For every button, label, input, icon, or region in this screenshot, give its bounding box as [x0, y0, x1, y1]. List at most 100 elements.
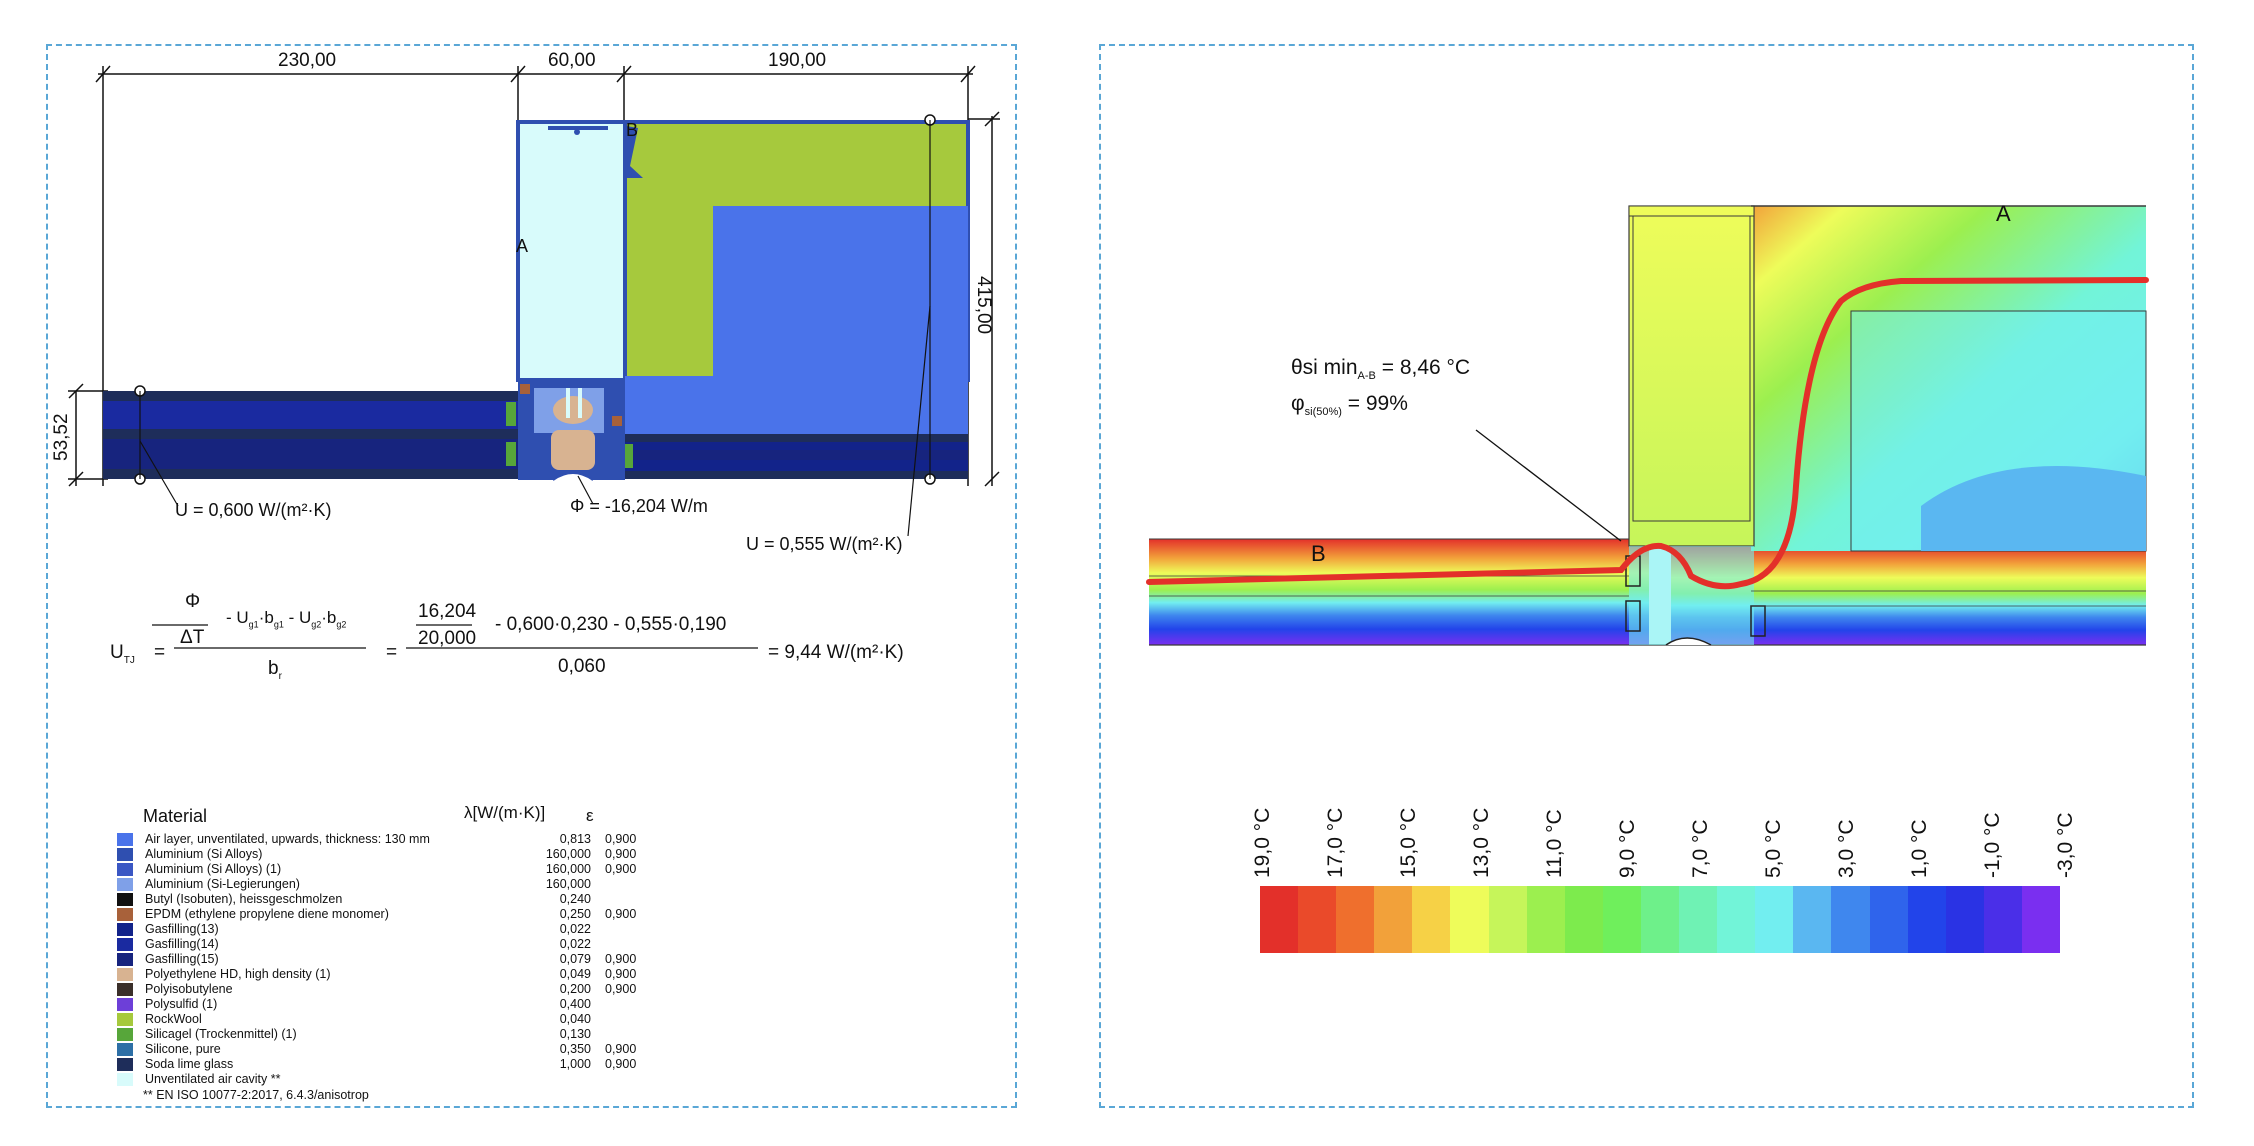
legend-material-name: Polysulfid (1) [145, 997, 218, 1011]
u-value-annotation: U = 0,600 W/(m²·K) [175, 500, 332, 520]
scale-tick-label: 3,0 °C [1835, 819, 1858, 878]
legend-material-name: Aluminium (Si Alloys) [145, 847, 263, 861]
scale-color-band [1945, 886, 1984, 953]
scale-color-band [1336, 886, 1375, 953]
point-label-b: B [626, 120, 639, 140]
dimension-label: 190,00 [768, 50, 827, 71]
scale-tick-label: 17,0 °C [1324, 807, 1347, 878]
legend-material-name: Gasfilling(14) [145, 937, 219, 951]
legend-swatch [117, 878, 133, 891]
dimension-label: 60,00 [548, 50, 596, 71]
legend-material-name: Polyethylene HD, high density (1) [145, 967, 331, 981]
legend-row: EPDM (ethylene propylene diene monomer)0… [117, 907, 677, 922]
legend-swatch [117, 938, 133, 951]
legend-epsilon-value: 0,900 [605, 847, 637, 861]
formula-numerator-rest: - 0,600·0,230 - 0,555·0,190 [495, 614, 727, 635]
legend-lambda-value: 0,130 [559, 1027, 591, 1041]
legend-lambda-value: 0,350 [559, 1042, 591, 1056]
legend-epsilon-value: 0,900 [605, 832, 637, 846]
legend-material-name: Aluminium (Si Alloys) (1) [145, 862, 282, 876]
legend-lambda-value: 160,000 [545, 877, 591, 891]
legend-lambda-value: 0,022 [559, 937, 591, 951]
scale-tick-label: 5,0 °C [1762, 819, 1785, 878]
scale-color-band [1260, 886, 1299, 953]
legend-lambda-value: 0,240 [559, 892, 591, 906]
legend-swatch [117, 893, 133, 906]
scale-color-band [1793, 886, 1832, 953]
legend-swatch [117, 1043, 133, 1056]
scale-tick-label: 19,0 °C [1251, 807, 1274, 878]
temperature-scale-bar [1260, 886, 2060, 953]
u-value-annotation: U = 0,555 W/(m²·K) [746, 534, 903, 554]
legend-material-name: Gasfilling(13) [145, 922, 219, 936]
legend-row: Gasfilling(13) 0,022 [117, 922, 677, 937]
formula-denominator: 0,060 [558, 656, 606, 677]
point-label-a: A [516, 236, 529, 256]
scale-tick-label: 15,0 °C [1397, 807, 1420, 878]
legend-material-name: Butyl (Isobuten), heissgeschmolzen [145, 892, 343, 906]
legend-row: Aluminium (Si-Legierungen) 160,000 [117, 877, 677, 892]
legend-epsilon-value: 0,900 [605, 982, 637, 996]
legend-epsilon-value: 0,900 [605, 967, 637, 981]
scale-color-band [1679, 886, 1718, 953]
scale-tick-label: 11,0 °C [1543, 809, 1566, 878]
legend-lambda-value: 0,049 [559, 967, 591, 981]
scale-color-band [1755, 886, 1794, 953]
formula-lhs: UTJ [110, 642, 135, 666]
legend-swatch [117, 953, 133, 966]
heat-flow-annotation: Φ = -16,204 W/m [570, 496, 708, 516]
formula-subtractions: - Ug1·bg1 - Ug2·bg2 [226, 608, 347, 630]
scale-tick-label: 7,0 °C [1689, 819, 1712, 878]
legend-lambda-header: λ[W/(m·K)] [464, 803, 546, 822]
scale-color-band [2021, 886, 2060, 953]
legend-lambda-value: 0,400 [559, 997, 591, 1011]
scale-color-band [1564, 886, 1603, 953]
legend-epsilon-value: 0,900 [605, 862, 637, 876]
legend-swatch [117, 848, 133, 861]
scale-color-band [1983, 886, 2022, 953]
legend-material-name: Aluminium (Si-Legierungen) [145, 877, 300, 891]
dimension-label: 415,00 [973, 276, 994, 335]
formula-equals: = [154, 642, 166, 663]
scale-color-band [1298, 886, 1337, 953]
formula-br: br [268, 658, 282, 682]
scale-color-band [1526, 886, 1565, 953]
legend-row: Unventilated air cavity ** [117, 1072, 677, 1087]
scale-color-band [1450, 886, 1489, 953]
legend-lambda-value: 1,000 [559, 1057, 591, 1071]
thermal-result-panel: A B θsi minA-B = 8,46 °C φsi(50%) = 99% … [1099, 44, 2194, 1108]
formula-result: = 9,44 W/(m²·K) [768, 642, 904, 663]
scale-color-band [1717, 886, 1756, 953]
legend-lambda-value: 0,022 [559, 922, 591, 936]
legend-swatch [117, 968, 133, 981]
legend-material-name: Silicagel (Trockenmittel) (1) [145, 1027, 297, 1041]
legend-material-name: EPDM (ethylene propylene diene monomer) [145, 907, 389, 921]
legend-swatch [117, 1028, 133, 1041]
scale-tick-label: 9,0 °C [1616, 819, 1639, 878]
formula-numerator-phi: 16,204 [418, 601, 477, 622]
legend-lambda-value: 0,200 [559, 982, 591, 996]
point-label-a: A [1996, 201, 2011, 226]
legend-swatch [117, 833, 133, 846]
legend-epsilon-header: ε [586, 806, 594, 825]
legend-footnote: ** EN ISO 10077-2:2017, 6.4.3/anisotrop [143, 1088, 369, 1102]
legend-material-name: Silicone, pure [145, 1042, 221, 1056]
formula-numerator-dt: 20,000 [418, 628, 477, 649]
dimension-label: 230,00 [278, 50, 337, 71]
legend-material-name: Gasfilling(15) [145, 952, 219, 966]
scale-color-band [1907, 886, 1946, 953]
scale-color-band [1602, 886, 1641, 953]
formula-equals: = [386, 642, 398, 663]
legend-lambda-value: 0,079 [559, 952, 591, 966]
legend-material-name: Unventilated air cavity ** [145, 1072, 281, 1086]
legend-lambda-value: 0,813 [559, 832, 591, 846]
scale-color-band [1374, 886, 1413, 953]
scale-color-band [1640, 886, 1680, 953]
legend-material-name: RockWool [145, 1012, 202, 1026]
dimension-label: 53,52 [51, 413, 72, 461]
legend-epsilon-value: 0,900 [605, 1057, 637, 1071]
legend-row: Polyethylene HD, high density (1) 0,049 0,… [117, 967, 677, 982]
